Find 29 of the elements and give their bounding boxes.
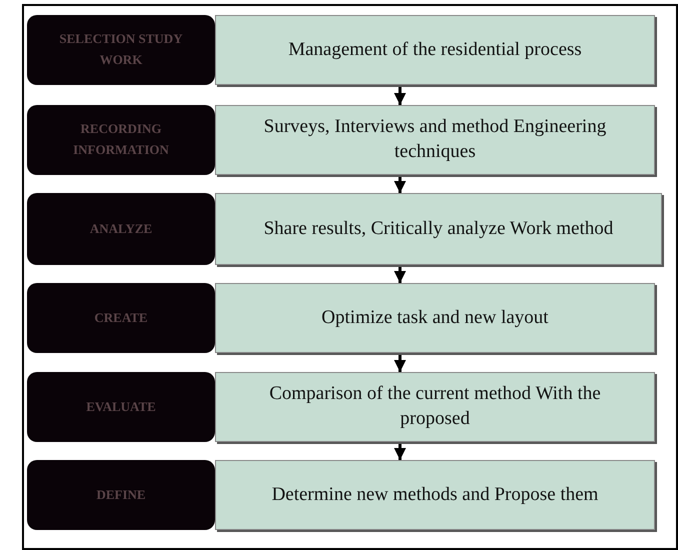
process-box xyxy=(215,460,655,530)
process-box xyxy=(215,193,662,265)
stage-label-box xyxy=(27,460,215,530)
stage-label: ANALYZE xyxy=(88,220,154,238)
process-text: Management of the residential process xyxy=(287,38,583,62)
arrow xyxy=(394,444,406,460)
stage-label: SELECTION STUDY WORK xyxy=(58,30,184,69)
stage-label-box xyxy=(27,283,215,353)
stage-label: EVALUATE xyxy=(85,398,157,416)
process-text: Surveys, Interviews and method Engineering techniques xyxy=(262,115,608,164)
stage-label-box xyxy=(27,372,215,442)
arrow xyxy=(394,267,406,283)
process-box xyxy=(215,283,655,353)
process-box xyxy=(215,105,655,175)
stage-label-box xyxy=(27,193,215,265)
process-text: Determine new methods and Propose them xyxy=(270,482,600,507)
stage-label-box xyxy=(27,105,215,175)
arrow xyxy=(394,87,406,105)
process-text: Optimize task and new layout xyxy=(320,306,550,330)
arrow xyxy=(394,355,406,372)
stage-label: CREATE xyxy=(93,308,149,327)
process-box xyxy=(215,372,655,442)
process-box xyxy=(215,15,655,85)
arrow xyxy=(394,177,406,193)
process-text: Comparison of the current method With the proposed xyxy=(268,382,602,431)
stage-label-box xyxy=(27,15,215,85)
stage-label: RECORDING INFORMATION xyxy=(72,120,170,159)
stage-label: DEFINE xyxy=(95,486,147,504)
process-text: Share results, Critically analyze Work method xyxy=(262,216,614,241)
